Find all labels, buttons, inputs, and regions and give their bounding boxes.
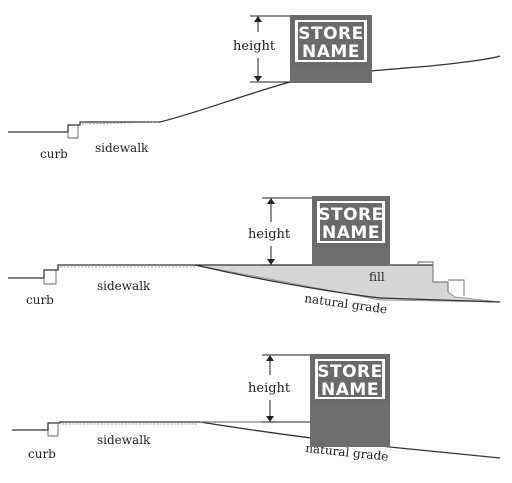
panel-1-sidewalk-line <box>81 121 159 125</box>
panel-2-ground-line <box>8 264 433 279</box>
panel-2-fill-edge <box>417 261 449 292</box>
panel-3-store-text: STORE <box>317 362 383 382</box>
panel-2-arrow-up <box>267 198 275 204</box>
panel-2-sign-base <box>312 248 390 265</box>
panel-3-name-text: NAME <box>321 380 379 400</box>
panel-3-arrow-down <box>266 416 274 422</box>
panel-1-sign-base <box>290 67 372 83</box>
panel-2-curb <box>43 270 57 285</box>
panel-1-curb <box>67 125 79 139</box>
panel-3-sign-base <box>310 404 390 447</box>
panel-2-arrow-down <box>267 259 275 265</box>
panel-2-fill-label: fill <box>369 270 385 284</box>
panel-1-store-text: STORE <box>298 24 364 44</box>
panel-3-curb <box>47 423 59 437</box>
panel-2-curb-label: curb <box>26 293 54 307</box>
panel-2-store-text: STORE <box>318 205 384 225</box>
panel-2-fill-edge-2 <box>448 279 465 296</box>
panel-3-sign-panel <box>318 361 382 397</box>
panel-1-ground-line <box>8 55 501 133</box>
panel-3-arrow-up <box>266 355 274 361</box>
panel-1-uphill-site: curb sidewalk height STORE NAME <box>8 15 501 161</box>
panel-2-natural-grade-line <box>194 264 501 303</box>
panel-3-height-label: height <box>248 381 291 396</box>
panel-3-downhill-site: curb sidewalk natural grade height STORE… <box>12 354 501 464</box>
panel-1-name-text: NAME <box>302 42 360 62</box>
panel-2-sign-panel <box>320 203 382 241</box>
panel-1-arrow-up <box>254 16 262 22</box>
panel-2-fill-site: curb sidewalk fill natural grade height … <box>8 196 501 317</box>
panel-1-height-label: height <box>233 39 276 54</box>
panel-3-curb-label: curb <box>28 447 56 461</box>
panel-1-curb-label: curb <box>40 147 68 161</box>
panel-3-ground-line <box>12 421 200 431</box>
panel-1-sidewalk-label: sidewalk <box>95 141 149 155</box>
panel-2-height-label: height <box>248 227 291 242</box>
panel-2-name-text: NAME <box>322 223 380 243</box>
panel-1-sign-panel <box>298 22 364 60</box>
panel-2-sidewalk-label: sidewalk <box>97 279 151 293</box>
panel-1-arrow-down <box>254 76 262 82</box>
panel-3-sidewalk-label: sidewalk <box>97 433 151 447</box>
